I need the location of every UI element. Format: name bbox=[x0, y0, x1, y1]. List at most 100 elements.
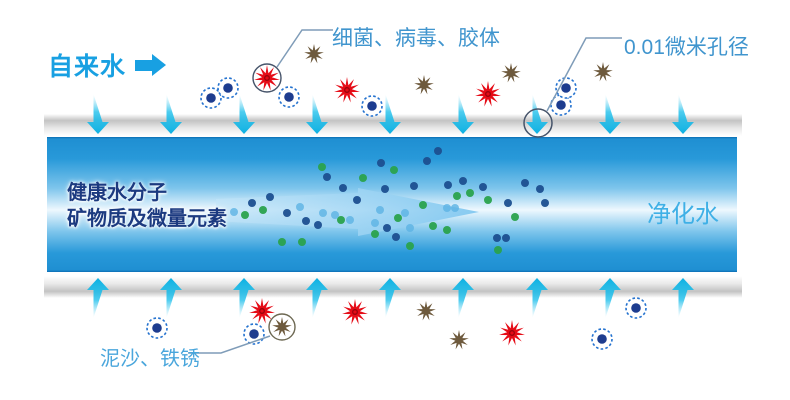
water-dot bbox=[376, 206, 384, 214]
purified-water-label: 净化水 bbox=[647, 201, 719, 228]
water-dot bbox=[451, 204, 459, 212]
bacteria-particle-icon bbox=[334, 77, 360, 103]
rust-particle-icon bbox=[449, 330, 469, 350]
rust-particle-icon bbox=[304, 44, 324, 64]
bacteria-particle-core bbox=[485, 91, 491, 97]
water-dot bbox=[318, 163, 326, 171]
water-dot bbox=[466, 189, 474, 197]
water-dot bbox=[302, 217, 310, 225]
water-dot bbox=[259, 206, 267, 214]
bacteria-particle-icon bbox=[475, 81, 501, 107]
water-dot bbox=[390, 166, 398, 174]
microbe-particle-core bbox=[367, 101, 377, 111]
water-dot bbox=[504, 199, 512, 207]
microbe-particle-core bbox=[152, 323, 162, 333]
water-dot bbox=[371, 219, 379, 227]
water-dot bbox=[521, 179, 529, 187]
flow-arrow-down-icon bbox=[160, 94, 182, 134]
flow-direction-arrow-icon bbox=[135, 54, 167, 76]
microbe-particle-core bbox=[206, 93, 216, 103]
arrow-shaft bbox=[135, 59, 153, 71]
bacteria-particle-core bbox=[264, 75, 270, 81]
water-dot bbox=[541, 199, 549, 207]
water-dot bbox=[429, 222, 437, 230]
flow-arrow-up-icon bbox=[599, 278, 621, 318]
tap-water-label: 自来水 bbox=[48, 47, 167, 83]
water-dot bbox=[383, 224, 391, 232]
flow-arrow-up-icon bbox=[87, 278, 109, 318]
water-dot bbox=[248, 199, 256, 207]
healthy-water-text: 健康水分子 bbox=[67, 182, 167, 204]
water-dot bbox=[377, 159, 385, 167]
water-dot bbox=[296, 203, 304, 211]
water-dot bbox=[266, 193, 274, 201]
water-dot bbox=[443, 226, 451, 234]
water-dot bbox=[419, 201, 427, 209]
water-dot bbox=[511, 213, 519, 221]
water-dot bbox=[283, 209, 291, 217]
water-dot bbox=[314, 221, 322, 229]
water-dot bbox=[359, 174, 367, 182]
water-dot bbox=[323, 173, 331, 181]
microbe-particle-core bbox=[556, 100, 566, 110]
water-dot bbox=[443, 204, 451, 212]
inside-tube-label: 健康水分子 矿物质及微量元素 bbox=[67, 180, 227, 232]
contaminants-top-label: 细菌、病毒、胶体 bbox=[332, 27, 500, 50]
water-dot bbox=[371, 230, 379, 238]
water-dot bbox=[331, 211, 339, 219]
main-flow-arrow bbox=[216, 188, 479, 236]
water-dot bbox=[392, 233, 400, 241]
water-dot bbox=[346, 216, 354, 224]
flow-arrow-down-icon bbox=[672, 94, 694, 134]
water-dot bbox=[536, 185, 544, 193]
minerals-text: 矿物质及微量元素 bbox=[67, 208, 227, 230]
flow-arrow-up-icon bbox=[233, 278, 255, 318]
water-dot bbox=[423, 157, 431, 165]
flow-arrow-down-icon bbox=[526, 94, 548, 134]
water-dot bbox=[494, 246, 502, 254]
callout-line bbox=[546, 37, 622, 112]
rust-particle-icon bbox=[414, 75, 434, 95]
water-dot bbox=[434, 147, 442, 155]
rust-particle-icon bbox=[501, 63, 521, 83]
bacteria-particle-core bbox=[509, 330, 515, 336]
water-dot bbox=[401, 209, 409, 217]
water-dot bbox=[353, 196, 361, 204]
water-dot bbox=[406, 224, 414, 232]
flow-arrow-up-icon bbox=[672, 278, 694, 318]
flow-arrow-down-icon bbox=[87, 94, 109, 134]
rust-particle-icon bbox=[416, 301, 436, 321]
flow-arrow-up-icon bbox=[306, 278, 328, 318]
pore-size-label: 0.01微米孔径 bbox=[624, 36, 749, 59]
water-dot bbox=[278, 238, 286, 246]
tap-water-text: 自来水 bbox=[48, 53, 127, 81]
bacteria-particle-core bbox=[344, 87, 350, 93]
microbe-particle-core bbox=[561, 83, 571, 93]
water-dot bbox=[410, 182, 418, 190]
water-dot bbox=[502, 234, 510, 242]
bacteria-particle-core bbox=[259, 308, 265, 314]
flow-arrow-down-icon bbox=[379, 94, 401, 134]
flow-arrow-down-icon bbox=[233, 94, 255, 134]
particle-highlight-ring bbox=[252, 63, 282, 93]
water-dot bbox=[394, 214, 402, 222]
water-dot bbox=[241, 211, 249, 219]
water-dot bbox=[453, 192, 461, 200]
arrow-head bbox=[152, 54, 167, 76]
water-dot bbox=[406, 242, 414, 250]
pore-circle bbox=[523, 108, 553, 138]
bacteria-particle-icon bbox=[249, 298, 275, 324]
bacteria-particle-core bbox=[352, 309, 358, 315]
microbe-particle-core bbox=[249, 329, 259, 339]
rust-particle-icon bbox=[272, 317, 292, 337]
water-dot bbox=[381, 185, 389, 193]
water-dot bbox=[298, 238, 306, 246]
particle-highlight-ring bbox=[268, 313, 296, 341]
water-dot bbox=[479, 183, 487, 191]
microbe-particle-core bbox=[597, 334, 607, 344]
bacteria-particle-icon bbox=[499, 320, 525, 346]
flow-arrow-up-icon bbox=[452, 278, 474, 318]
callout-line bbox=[276, 29, 333, 68]
